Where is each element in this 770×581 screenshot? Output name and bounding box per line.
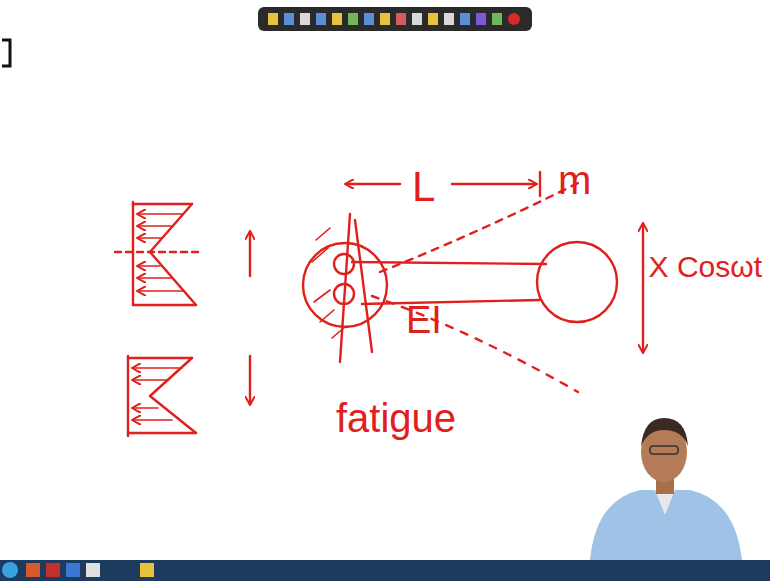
excitation-label: X Cosωt [649, 250, 762, 283]
taskbar [0, 560, 770, 581]
stiffness-label: EI [406, 300, 442, 342]
length-label: L [412, 164, 435, 210]
window-edge [2, 40, 10, 66]
toolbar [258, 7, 532, 31]
mass-label: m [558, 158, 591, 202]
fatigue-label: fatigue [336, 396, 456, 440]
presenter [590, 418, 742, 560]
